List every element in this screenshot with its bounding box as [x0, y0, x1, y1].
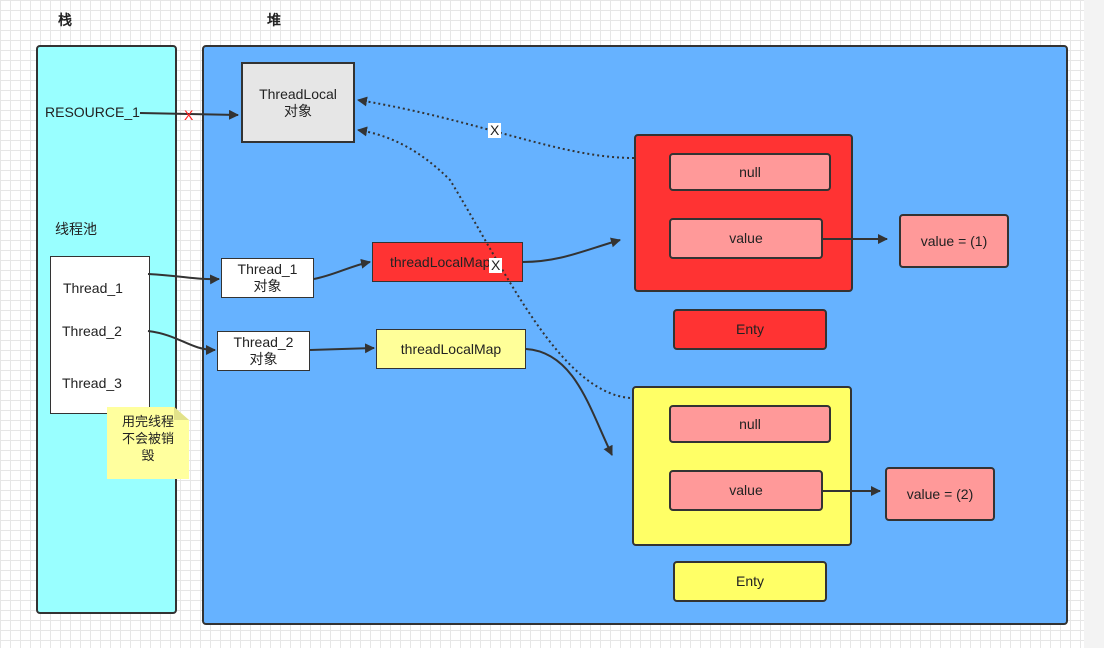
thread-1-object-box: Thread_1 对象: [221, 258, 314, 298]
thread-2-map-box: threadLocalMap: [376, 329, 526, 369]
thread-2-label: Thread_2: [62, 323, 122, 339]
value-2-box: value = (2): [885, 467, 995, 521]
entry-1-label-box: Enty: [673, 309, 827, 350]
thread-3-label: Thread_3: [62, 375, 122, 391]
entry-2-value-cell: value: [669, 470, 823, 511]
entry-1-key-cell: null: [669, 153, 831, 191]
x-mark-entry-2: X: [489, 257, 503, 273]
threadlocal-object-box: ThreadLocal 对象: [241, 62, 355, 143]
resource-label: RESOURCE_1: [45, 104, 140, 120]
entry-2-label-box: Enty: [673, 561, 827, 602]
x-mark-resource: X: [184, 107, 194, 123]
thread-2-object-box: Thread_2 对象: [217, 331, 310, 371]
entry-1-value-cell: value: [669, 218, 823, 259]
right-scroll-strip: [1084, 0, 1104, 648]
thread-1-label: Thread_1: [63, 280, 123, 296]
heap-title: 堆: [267, 12, 281, 28]
x-mark-entry-1: X: [488, 122, 502, 138]
value-1-box: value = (1): [899, 214, 1009, 268]
thread-pool-box: Thread_1 Thread_2 Thread_3: [50, 256, 150, 414]
entry-2-key-cell: null: [669, 405, 831, 443]
stack-title: 栈: [58, 12, 72, 28]
thread-pool-label: 线程池: [55, 221, 97, 237]
